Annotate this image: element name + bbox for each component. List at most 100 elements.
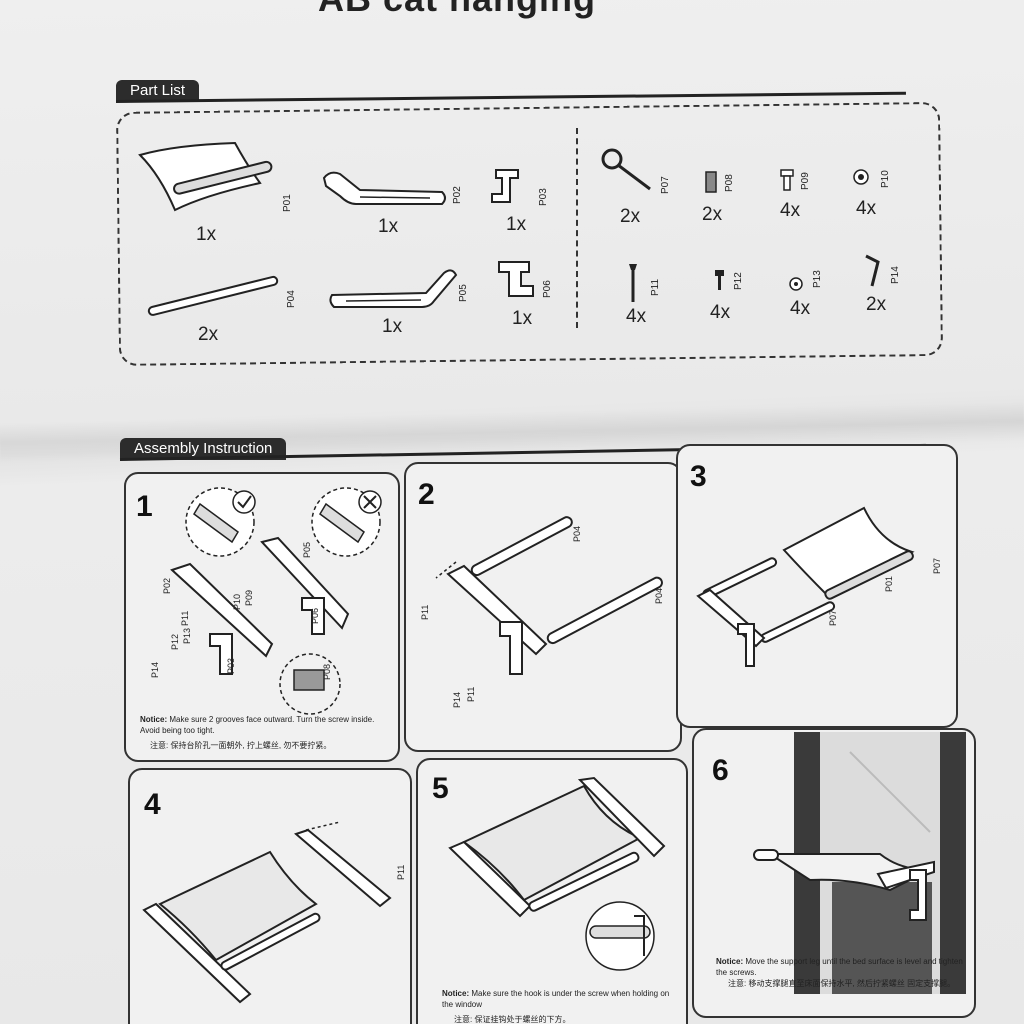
step-4-drawing <box>142 821 392 1004</box>
part-qty: 4x <box>710 302 731 323</box>
step-3-label: P07 <box>828 609 838 626</box>
part-p13-illustration <box>789 277 803 291</box>
step-2-drawing <box>435 516 663 675</box>
step-number: 3 <box>690 460 707 493</box>
part-code: P11 <box>650 278 661 296</box>
part-p12-illustration <box>715 270 724 290</box>
step-1-notice: Notice: Make sure 2 grooves face outward… <box>140 714 390 736</box>
step-6-window-drawing <box>794 732 966 994</box>
step-1-label: P09 <box>244 589 254 606</box>
step-2-label: P11 <box>420 604 430 620</box>
step-number: 1 <box>136 490 153 523</box>
step-3-panel: 3 P07 P01 P07 <box>676 444 958 728</box>
step-4-label: P11 <box>396 864 406 880</box>
step-1-label: P02 <box>162 577 172 594</box>
part-p02-illustration <box>322 171 446 205</box>
step-1-label: P10 <box>232 593 242 610</box>
step-1-arms-drawing <box>170 536 350 715</box>
part-qty: 1x <box>382 316 403 337</box>
part-list-divider <box>576 128 578 328</box>
part-qty: 1x <box>512 308 533 329</box>
part-code: P07 <box>660 176 671 194</box>
step-2-panel: 2 P04 P04 P11 P14 P11 <box>404 462 682 752</box>
step-2-label: P11 <box>466 686 476 702</box>
notice-title: Notice: <box>442 989 470 998</box>
document-title: AB cat hanging <box>318 0 596 20</box>
part-qty: 4x <box>856 198 877 219</box>
part-code: P13 <box>812 270 823 288</box>
part-qty: 4x <box>780 200 801 221</box>
part-p05-illustration <box>329 269 458 308</box>
part-p11-illustration <box>629 264 637 302</box>
step-2-label: P04 <box>572 525 582 542</box>
part-code: P02 <box>452 186 463 204</box>
step-1-label: P11 <box>180 610 190 626</box>
assembly-heading: Assembly Instruction <box>120 438 287 460</box>
part-code: P03 <box>538 188 549 206</box>
part-p14-illustration <box>865 254 880 287</box>
step-3-label: P07 <box>932 557 942 574</box>
step-number: 4 <box>144 788 161 821</box>
part-code: P06 <box>542 280 553 298</box>
step-number: 2 <box>418 478 435 511</box>
step-5-notice-cn: 注意: 保证挂钩处于螺丝的下方。 <box>454 1015 571 1024</box>
step-1-label: P08 <box>322 663 332 680</box>
part-p09-illustration <box>780 169 794 191</box>
notice-text: Make sure the hook is under the screw wh… <box>442 989 670 1009</box>
part-p10-illustration <box>853 169 869 185</box>
notice-title: Notice: <box>716 957 744 966</box>
step-1-panel: 1 P11 P02 P05 P10 P09 P12 P13 P14 P0 <box>124 472 400 762</box>
part-qty: 2x <box>620 206 641 227</box>
step-6-notice-cn: 注意: 移动支撑腿直至床面保持水平, 然后拧紧螺丝 固定支撑腿。 <box>728 979 956 988</box>
step-5-drawing <box>448 776 666 971</box>
part-p07-illustration <box>601 148 651 191</box>
step-2-label: P04 <box>654 587 664 604</box>
notice-text: Make sure 2 grooves face outward. Turn t… <box>140 715 375 735</box>
step-1-label: P13 <box>182 627 192 644</box>
step-1-cross-detail <box>311 487 382 557</box>
notice-text: Move the support leg until the bed surfa… <box>716 957 963 977</box>
part-code: P01 <box>282 194 293 212</box>
step-6-panel: 6 Notice: Move the support leg until the… <box>692 728 976 1018</box>
part-code: P12 <box>733 272 744 290</box>
part-qty: 1x <box>378 216 399 237</box>
part-p08-illustration <box>705 171 717 193</box>
part-p04-illustration <box>147 275 279 316</box>
part-qty: 2x <box>866 294 887 315</box>
step-1-label: P14 <box>150 661 160 678</box>
step-6-bed-drawing <box>753 849 935 921</box>
step-number: 5 <box>432 772 449 805</box>
part-qty: 1x <box>196 224 217 245</box>
part-qty: 4x <box>626 306 647 327</box>
step-1-label: P12 <box>170 633 180 650</box>
step-1-label: P06 <box>310 607 320 624</box>
step-5-notice: Notice: Make sure the hook is under the … <box>442 988 678 1010</box>
step-number: 6 <box>712 754 729 787</box>
part-qty: 4x <box>790 298 811 319</box>
part-list-heading: Part List <box>116 80 200 102</box>
part-code: P14 <box>890 266 901 284</box>
part-p06-illustration <box>498 261 534 297</box>
part-qty: 2x <box>702 204 723 225</box>
part-list-rule <box>115 91 906 103</box>
part-code: P10 <box>880 170 891 188</box>
part-code: P09 <box>800 172 811 190</box>
part-p03-illustration <box>491 169 519 203</box>
part-p01-illustration <box>138 141 273 212</box>
step-3-drawing <box>696 506 915 667</box>
step-1-label: P03 <box>226 657 236 674</box>
step-5-panel: 5 Notice: Make sure the hook is under th… <box>416 758 688 1024</box>
part-code: P04 <box>286 290 297 308</box>
step-1-notice-cn: 注意: 保持台阶孔一面朝外, 拧上螺丝, 勿不要拧紧。 <box>150 741 332 750</box>
part-code: P08 <box>724 174 735 192</box>
step-6-notice: Notice: Move the support leg until the b… <box>716 956 966 978</box>
part-qty: 2x <box>198 324 219 345</box>
step-2-label: P14 <box>452 691 462 708</box>
part-code: P05 <box>458 284 469 302</box>
step-1-label: P05 <box>302 541 312 558</box>
step-3-label: P01 <box>884 575 894 592</box>
notice-title: Notice: <box>140 715 168 724</box>
step-1-check-detail <box>185 487 256 557</box>
step-4-panel: 4 P11 <box>128 768 412 1024</box>
